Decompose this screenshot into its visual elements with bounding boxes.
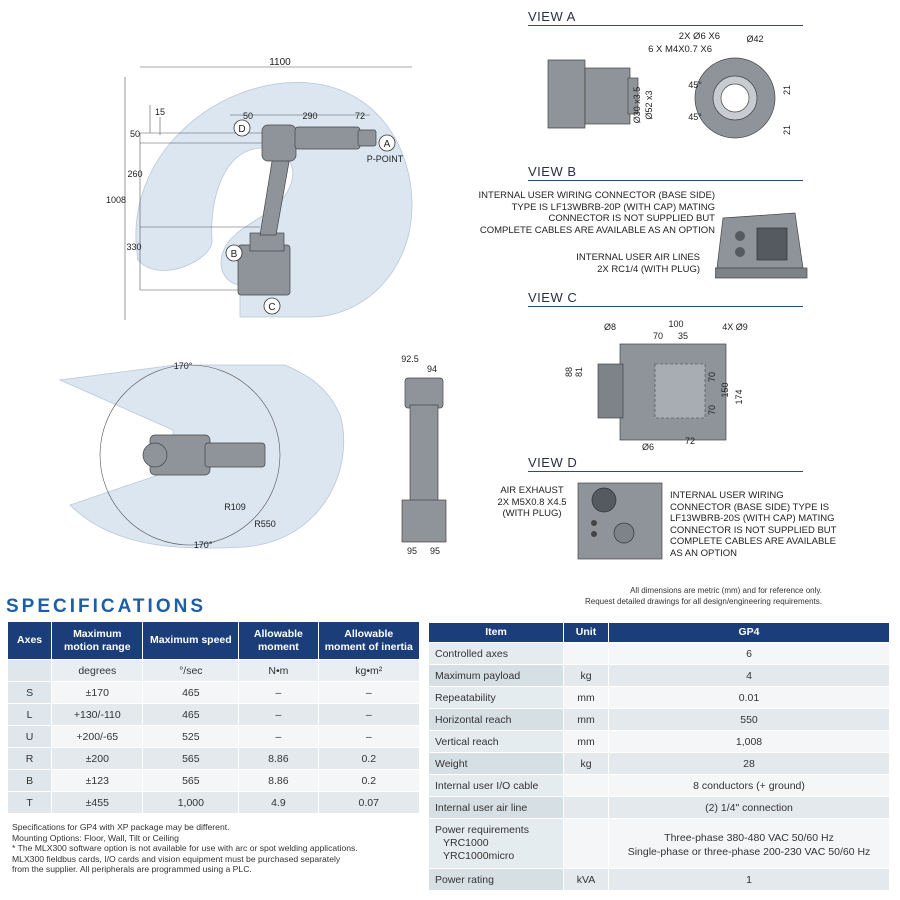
robot-top: [142, 434, 266, 476]
specifications-title: SPECIFICATIONS: [6, 596, 206, 617]
dimension-note: All dimensions are metric (mm) and for r…: [584, 586, 822, 606]
view-d-callout-1: AIR EXHAUST 2X M5X0.8 x4.5 (WITH PLUG): [497, 485, 567, 519]
item-header: Item: [428, 622, 564, 643]
dim-d6: Ø6: [642, 442, 654, 452]
angle-45a: 45°: [688, 80, 702, 90]
radius-109: R109: [224, 502, 246, 512]
dim-d30: Ø30 x3.5: [632, 87, 642, 124]
moment-header: Allowable moment: [238, 621, 319, 660]
table-row: Internal user air line(2) 1/4" connectio…: [428, 796, 890, 819]
robot-side: [237, 124, 377, 296]
angle-45b: 45°: [688, 112, 702, 122]
power-rating-row: Power rating kVA 1: [428, 868, 890, 891]
view-b-callout-1: INTERNAL USER WIRING CONNECTOR (BASE SID…: [478, 190, 715, 236]
dim-50a: 50: [243, 111, 253, 121]
dim-21b: 21: [782, 125, 792, 135]
dim-72: 72: [355, 111, 365, 121]
dim-290: 290: [302, 111, 317, 121]
front-view-drawing: 92.5 94 95 95: [401, 354, 447, 556]
motion-range-header: Maximum motion range: [51, 621, 144, 660]
dim-50b: 50: [130, 129, 140, 139]
dim-92-5: 92.5: [401, 354, 419, 364]
view-d-drawing: [577, 482, 663, 560]
axes-header: Axes: [6, 621, 53, 660]
view-b-drawing: [715, 212, 808, 279]
dim-d52: Ø52 x3: [644, 90, 654, 119]
view-b-callout-2: INTERNAL USER AIR LINES 2X RC1/4 (WITH P…: [576, 252, 700, 275]
axes-table: Axes Maximum motion range Maximum speed …: [6, 621, 421, 814]
dim-95b: 95: [430, 546, 440, 556]
dim-100: 100: [668, 319, 683, 329]
dim-330: 330: [126, 242, 141, 252]
view-a-rule: [528, 25, 803, 26]
robot-front: [401, 377, 447, 543]
view-a-callout-2: 6 X M4X0.7 x6: [648, 44, 712, 55]
view-c-title: VIEW C: [528, 290, 578, 305]
label-b: B: [231, 249, 238, 260]
view-b-rule: [528, 180, 803, 181]
angle-bottom: 170°: [194, 540, 213, 550]
view-a-title: VIEW A: [528, 9, 576, 24]
dim-21a: 21: [782, 85, 792, 95]
dim-88: 88: [564, 367, 574, 377]
view-b-title: VIEW B: [528, 164, 577, 179]
dim-70b: 70: [707, 372, 717, 382]
dim-15: 15: [155, 107, 165, 117]
view-a-callout-1: 2X Ø6 x6: [678, 31, 720, 42]
label-a: A: [384, 139, 391, 150]
units-row: degrees °/sec N•m kg•m²: [6, 659, 421, 682]
view-d-callout-2: INTERNAL USER WIRING CONNECTOR (BASE SID…: [670, 490, 837, 559]
label-c: C: [268, 302, 275, 313]
top-view-drawing: 170° 170° R109 R550: [58, 361, 344, 550]
view-a-drawing: Ø42 Ø30 x3.5 Ø52 x3 45° 45° 21 21: [547, 34, 792, 139]
label-ppoint: P-POINT: [367, 154, 404, 164]
spec-notes: Specifications for GP4 with XP package m…: [12, 822, 358, 874]
view-d-rule: [528, 471, 803, 472]
dim-1100: 1100: [269, 57, 291, 68]
dim-70c: 70: [707, 405, 717, 415]
dim-260: 260: [127, 169, 142, 179]
label-d: D: [238, 124, 245, 135]
angle-top: 170°: [174, 361, 193, 371]
gp4-header: GP4: [608, 622, 890, 643]
inertia-header: Allowable moment of inertia: [317, 621, 421, 660]
power-requirements-row: Power requirements YRC1000 YRC1000micro …: [428, 818, 890, 869]
dim-d42: Ø42: [746, 34, 763, 44]
radius-550: R550: [254, 519, 276, 529]
dim-70a: 70: [653, 331, 663, 341]
view-c-rule: [528, 306, 803, 307]
dim-95a: 95: [407, 546, 417, 556]
view-c-drawing: Ø8 100 4X Ø9 70 35 81 88 70 70 150 174 7…: [564, 319, 748, 452]
dim-72: 72: [685, 436, 695, 446]
dim-150: 150: [720, 382, 730, 397]
dim-81: 81: [574, 367, 584, 377]
dim-35: 35: [678, 331, 688, 341]
dim-1008: 1008: [106, 195, 126, 205]
dim-4x-d9: 4X Ø9: [722, 322, 748, 332]
view-d-title: VIEW D: [528, 455, 578, 470]
unit-header: Unit: [563, 622, 609, 643]
dim-174: 174: [734, 389, 744, 404]
side-view-drawing: D A B C 1100 15 50 290 72 50 260 1008 33…: [106, 57, 413, 320]
speed-header: Maximum speed: [142, 621, 240, 660]
dim-d8: Ø8: [604, 322, 616, 332]
dim-94: 94: [427, 364, 437, 374]
